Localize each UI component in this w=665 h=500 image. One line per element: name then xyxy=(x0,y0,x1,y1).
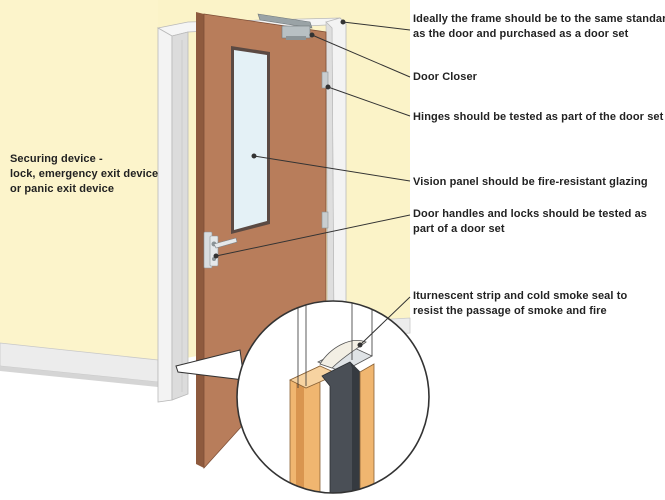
label-intumescent-strip: Iturnescent strip and cold smoke seal to… xyxy=(413,289,627,319)
leader-closer xyxy=(311,34,411,78)
leader-vision xyxy=(253,155,411,182)
door-closer xyxy=(257,13,313,40)
label-hinges-line-1: Hinges should be tested as part of the d… xyxy=(413,111,664,123)
leader-hinges xyxy=(327,86,411,117)
hinges xyxy=(321,71,329,229)
leader-lines xyxy=(213,19,411,348)
leader-handles xyxy=(215,214,411,257)
label-vision-panel: Vision panel should be fire-resistant gl… xyxy=(413,175,648,190)
label-handles-line-2: part of a door set xyxy=(413,223,505,235)
label-door-closer: Door Closer xyxy=(413,70,477,85)
leader-frame xyxy=(342,21,411,31)
label-strip-line-2: resist the passage of smoke and fire xyxy=(413,305,607,317)
label-handles-locks: Door handles and locks should be tested … xyxy=(413,207,647,237)
label-hinges: Hinges should be tested as part of the d… xyxy=(413,110,663,125)
label-securing-device: Securing device - lock, emergency exit d… xyxy=(10,152,158,197)
label-door-closer-line-1: Door Closer xyxy=(413,71,478,83)
vision-panel xyxy=(231,46,270,234)
label-frame-line-1: Ideally the frame should be to the same … xyxy=(413,13,665,25)
leader-strip xyxy=(359,296,411,346)
label-vision-panel-line-1: Vision panel should be fire-resistant gl… xyxy=(413,176,648,188)
label-handles-line-1: Door handles and locks should be tested … xyxy=(413,208,648,220)
label-securing-line-2: lock, emergency exit device xyxy=(10,168,159,180)
label-securing-line-3: or panic exit device xyxy=(10,183,115,195)
door-handle xyxy=(203,231,238,269)
label-securing-line-1: Securing device - xyxy=(10,153,103,165)
seal-detail-magnifier xyxy=(175,300,430,494)
label-frame: Ideally the frame should be to the same … xyxy=(413,12,665,42)
label-strip-line-1: Iturnescent strip and cold smoke seal to xyxy=(413,290,628,302)
label-frame-line-2: as the door and purchased as a door set xyxy=(413,28,629,40)
